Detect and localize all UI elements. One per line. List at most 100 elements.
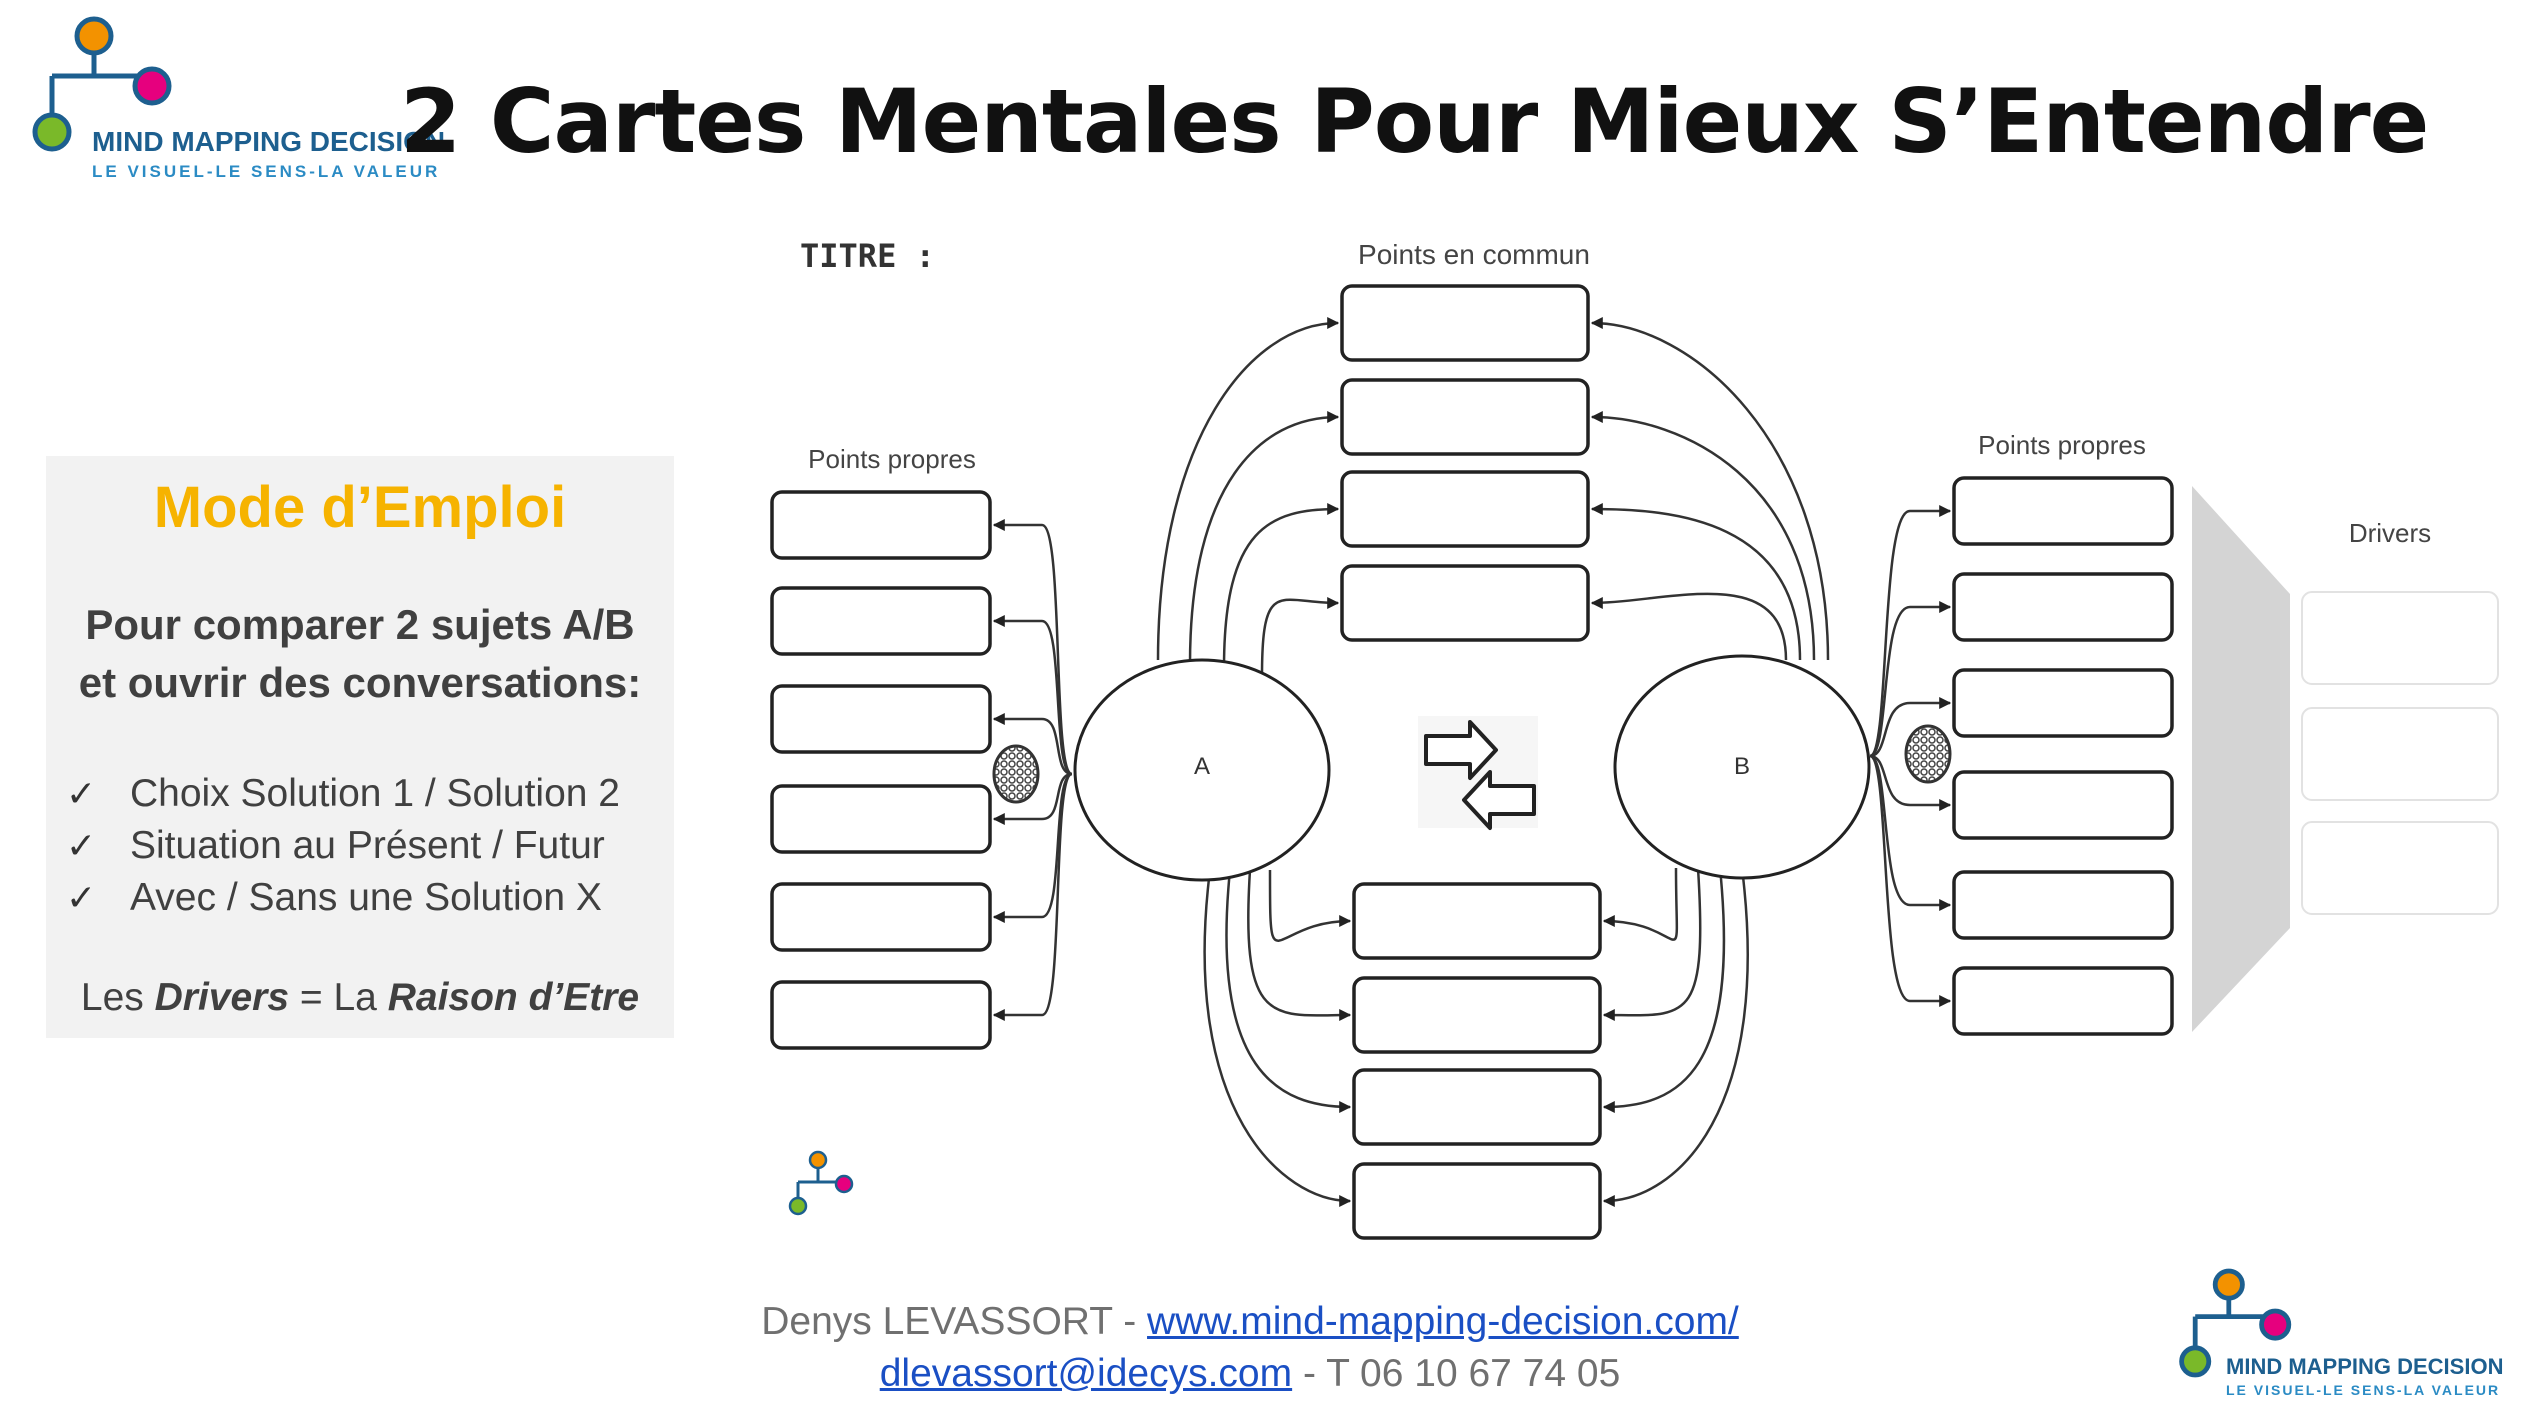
connector-common-top [1156, 317, 1340, 661]
common-point-box-top [1340, 564, 1590, 642]
common-points-label: Points en commun [1358, 239, 1590, 270]
mind-map-logo-icon [2179, 1268, 2292, 1378]
connector-common-bottom [1602, 867, 1726, 1113]
list-item: ✓ Avec / Sans une Solution X [66, 872, 666, 924]
instructions-intro: Pour comparer 2 sujets A/B et ouvrir des… [46, 596, 674, 712]
brand-tagline: LE VISUEL-LE SENS-LA VALEUR [2226, 1382, 2501, 1398]
fingerprint-icon [992, 744, 1040, 804]
right-point-box [1952, 476, 2174, 546]
connector-left [992, 519, 1073, 776]
right-points-label: Points propres [1978, 430, 2146, 460]
connector-common-bottom [1602, 867, 1702, 1022]
checkmark-icon: ✓ [66, 825, 97, 866]
right-point-box [1952, 770, 2174, 840]
common-point-box-bottom [1352, 976, 1602, 1054]
titre-label: TITRE : [800, 237, 935, 275]
drivers-equals: = La [289, 976, 388, 1019]
point-boxes [770, 284, 2174, 1240]
connector-common-bottom [1602, 867, 1749, 1207]
driver-box [2301, 707, 2499, 801]
mind-map-logo-icon [32, 16, 172, 152]
fingerprint-icon [1904, 724, 1952, 784]
common-point-box-bottom [1352, 882, 1602, 960]
node-a-label: A [1194, 753, 1210, 780]
instructions-panel: Mode d’Emploi Pour comparer 2 sujets A/B… [46, 456, 674, 1038]
intro-line-1: Pour comparer 2 sujets A/B [85, 601, 635, 648]
right-point-box [1952, 572, 2174, 642]
drivers-prefix: Les [80, 976, 155, 1019]
footer-author-line: Denys LEVASSORT - www.mind-mapping-decis… [600, 1300, 1900, 1344]
drivers-label: Drivers [2349, 518, 2431, 548]
connector-common-top [1590, 592, 1788, 661]
phone-number: - T 06 10 67 74 05 [1292, 1352, 1621, 1395]
drivers-word: Drivers [154, 976, 290, 1019]
connector-right [1869, 754, 1952, 911]
connector-common-top [1590, 317, 1830, 661]
connector-right [1869, 754, 1952, 1007]
node-b-ellipse [1613, 654, 1871, 880]
connector-right [1869, 754, 1952, 811]
left-points-label: Points propres [808, 444, 976, 474]
left-point-box [770, 980, 992, 1050]
brand-tagline: LE VISUEL-LE SENS-LA VALEUR [92, 162, 441, 181]
intro-line-2: et ouvrir des conversations: [78, 659, 642, 706]
website-link[interactable]: www.mind-mapping-decision.com/ [1147, 1300, 1739, 1343]
connector-common-bottom [1268, 869, 1352, 942]
instructions-heading: Mode d’Emploi [153, 475, 567, 540]
left-point-box [770, 684, 992, 754]
connector-left [992, 615, 1073, 776]
list-item: ✓ Choix Solution 1 / Solution 2 [66, 768, 666, 820]
drivers-definition: Les Drivers = La Raison d’Etre [46, 976, 674, 1020]
node-b-label: B [1734, 753, 1750, 780]
common-point-box-bottom [1352, 1162, 1602, 1240]
list-item-label: Situation au Présent / Futur [130, 824, 605, 867]
connector-common-bottom [1203, 869, 1352, 1207]
brand-logo-bottom: MIND MAPPING DECISION LE VISUEL-LE SENS-… [2176, 1262, 2516, 1412]
right-point-box [1952, 870, 2174, 940]
common-point-box-bottom [1352, 1068, 1602, 1146]
connector-common-top [1222, 503, 1340, 669]
list-item-label: Choix Solution 1 / Solution 2 [130, 772, 620, 815]
connector-left [992, 772, 1073, 825]
list-item-label: Avec / Sans une Solution X [130, 876, 602, 919]
list-item: ✓ Situation au Présent / Futur [66, 820, 666, 872]
brand-logo-top: MIND MAPPING DECISION LE VISUEL-LE SENS-… [28, 14, 468, 184]
email-link[interactable]: dlevassort@idecys.com [879, 1352, 1293, 1395]
connector-common-bottom [1602, 867, 1679, 941]
connector-common-top [1260, 596, 1340, 677]
drivers-funnel [2192, 486, 2290, 1032]
right-point-box [1952, 966, 2174, 1036]
small-logo-icon [788, 1150, 854, 1216]
driver-box [2301, 591, 2499, 685]
common-point-box-top [1340, 378, 1590, 456]
checkmark-icon: ✓ [66, 877, 97, 918]
exchange-arrows-icon [1418, 716, 1538, 830]
connector-lines [992, 317, 1952, 1207]
left-point-box [770, 586, 992, 656]
connector-common-top [1590, 503, 1802, 661]
connector-left [992, 772, 1073, 1021]
footer-separator: - [1112, 1300, 1148, 1343]
connector-common-bottom [1225, 869, 1352, 1113]
drivers-reason: Raison d’Etre [387, 976, 640, 1019]
page-title: 2 Cartes Mentales Pour Mieux S’Entendre [400, 70, 2429, 173]
brand-name: MIND MAPPING DECISION [92, 126, 446, 157]
connector-right [1869, 505, 1952, 758]
author-name: Denys LEVASSORT [761, 1300, 1113, 1343]
connector-right [1869, 697, 1952, 758]
connector-common-top [1590, 411, 1816, 661]
connector-left [992, 772, 1073, 923]
common-point-box-top [1340, 284, 1590, 362]
common-point-box-top [1340, 470, 1590, 548]
connector-right [1869, 601, 1952, 758]
footer-contact-line: dlevassort@idecys.com - T 06 10 67 74 05 [600, 1352, 1900, 1396]
brand-name: MIND MAPPING DECISION [2226, 1354, 2504, 1379]
use-case-list: ✓ Choix Solution 1 / Solution 2 ✓ Situatio… [66, 768, 666, 924]
right-point-box [1952, 668, 2174, 738]
driver-box [2301, 821, 2499, 915]
connector-left [992, 713, 1073, 776]
checkmark-icon: ✓ [66, 773, 97, 814]
connector-common-top [1188, 411, 1340, 665]
driver-boxes [2301, 591, 2499, 915]
